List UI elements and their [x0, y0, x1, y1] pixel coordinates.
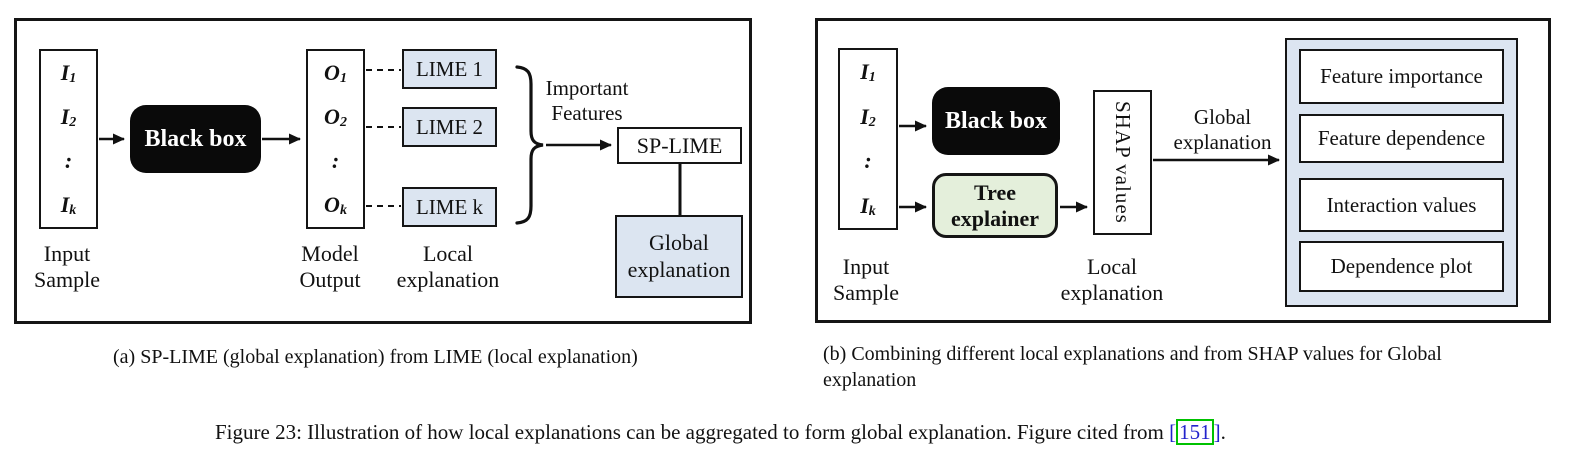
feature-dependence-box: Feature dependence [1299, 114, 1504, 163]
vector-item-base: : [64, 148, 73, 173]
vector-item-sub: 2 [69, 115, 77, 130]
caption-b: (b) Combining different local explanatio… [823, 343, 1442, 391]
shap-values-label: SHAP values [1111, 101, 1135, 224]
vector-item-base: I [860, 59, 869, 85]
vector-item-sub: 1 [69, 71, 77, 86]
vector-item-base: : [331, 148, 340, 173]
black-box-label: Black box [944, 107, 1048, 134]
vector-item-base: I [860, 192, 869, 218]
panel-a-input-sample-label: Input Sample [34, 241, 100, 292]
vector-item-sub: 1 [339, 71, 347, 86]
figure-caption-text: Figure 23: Illustration of how local exp… [215, 420, 1170, 444]
figure-caption-period: . [1220, 420, 1226, 444]
panel-b-input-sample-label: Input Sample [833, 254, 899, 305]
lime-2-box: LIME 2 [402, 107, 497, 147]
vector-item-base: O [324, 60, 340, 85]
panel-a-black-box: Black box [130, 105, 261, 173]
vector-item-base: O [324, 104, 340, 129]
vector-item-sub: k [339, 203, 347, 218]
global-explanation-label: Global explanation [627, 230, 731, 282]
output-item-dots: : [332, 150, 339, 172]
citation-bracket-left: [ [1169, 420, 1177, 444]
citation-bracket-right: ] [1213, 420, 1221, 444]
panel-a-local-explanation-label: Local explanation [396, 241, 500, 292]
vector-item-sub: 2 [339, 115, 347, 130]
lime-1-label: LIME 1 [415, 56, 484, 81]
panel-a-model-output-label: Model Output [299, 241, 361, 292]
vector-item-base: O [324, 192, 340, 217]
input-item-dots: : [864, 150, 871, 172]
dependence-plot-box: Dependence plot [1299, 241, 1504, 292]
input-item-dots: : [65, 150, 72, 172]
lime-k-label: LIME k [415, 194, 484, 219]
vector-item-base: : [864, 148, 872, 174]
caption-a: (a) SP-LIME (global explanation) from LI… [113, 346, 638, 368]
vector-item-sub: k [868, 203, 876, 219]
tree-explainer-label: Tree explainer [951, 180, 1039, 231]
vector-item-base: I [860, 103, 869, 129]
vector-item-sub: 2 [868, 114, 876, 130]
panel-a-global-explanation-box: Global explanation [615, 215, 743, 298]
panel-b-local-explanation-label: Local explanation [1060, 254, 1164, 305]
lime-1-box: LIME 1 [402, 49, 497, 89]
black-box-label: Black box [144, 125, 247, 152]
panel-b-black-box: Black box [932, 87, 1060, 155]
lime-k-box: LIME k [402, 187, 497, 227]
vector-item-sub: k [69, 203, 77, 218]
figure-caption: Figure 23: Illustration of how local exp… [215, 419, 1226, 446]
sp-lime-box: SP-LIME [617, 127, 742, 164]
panel-b-global-explanation-label: Global explanation [1173, 105, 1272, 154]
vector-item-base: I [60, 192, 70, 217]
feature-importance-box: Feature importance [1299, 49, 1504, 104]
vector-item-base: I [60, 60, 70, 85]
vector-item-base: I [60, 104, 70, 129]
lime-2-label: LIME 2 [415, 114, 484, 139]
important-features-label: Important Features [545, 76, 629, 125]
shap-values-box: SHAP values [1093, 90, 1152, 235]
vector-item-sub: 1 [868, 70, 876, 86]
citation-link[interactable]: 151 [1176, 419, 1214, 446]
tree-explainer-box: Tree explainer [932, 173, 1058, 238]
sp-lime-label: SP-LIME [636, 132, 723, 158]
interaction-values-box: Interaction values [1299, 178, 1504, 232]
